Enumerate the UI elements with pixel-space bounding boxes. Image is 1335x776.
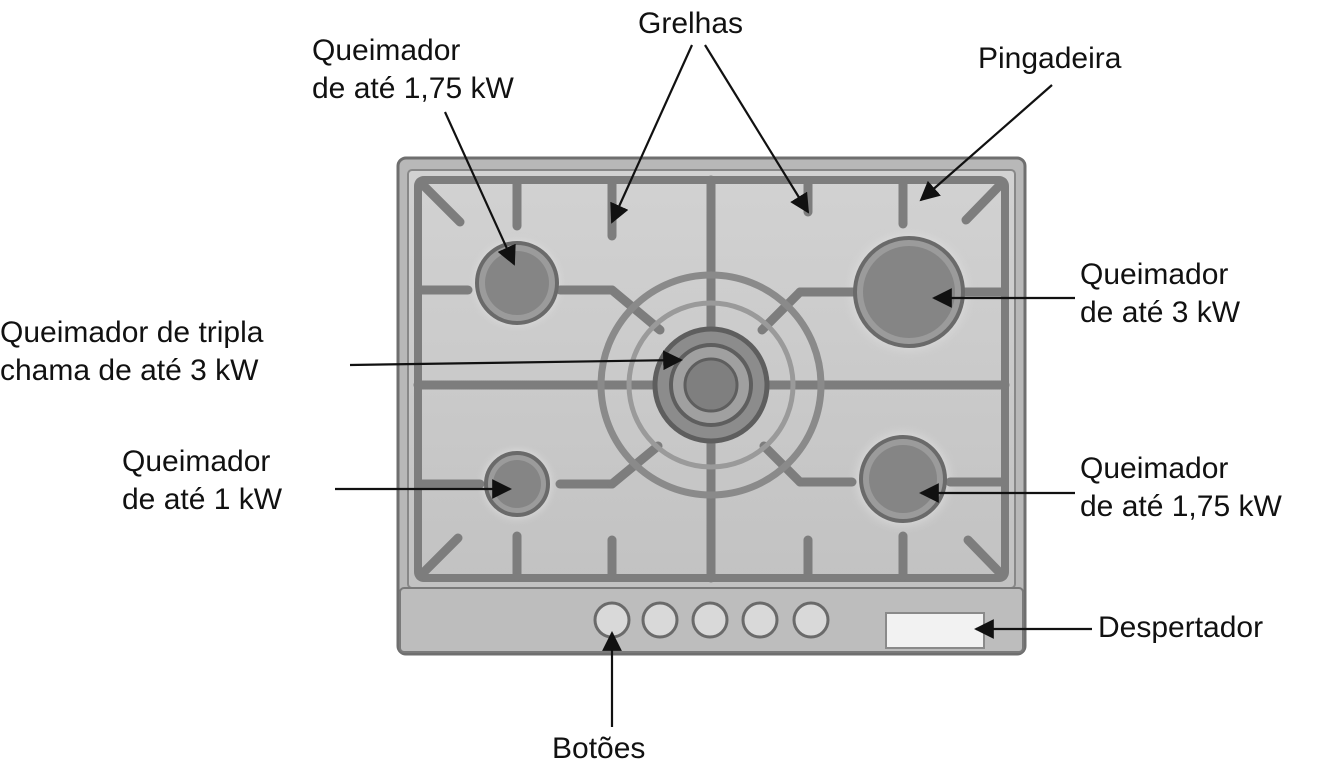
label-despertador: Despertador <box>1098 611 1264 644</box>
knobs <box>593 601 830 639</box>
burner-center-triple <box>652 326 770 444</box>
label-queimador-3kw: Queimador de até 3 kW <box>1080 258 1241 329</box>
knob-4 <box>741 601 779 639</box>
label-pingadeira: Pingadeira <box>978 42 1122 75</box>
label-queimador-bottom-right: Queimador de até 1,75 kW <box>1080 452 1282 523</box>
burner-bottom-right <box>859 435 947 523</box>
timer-display <box>885 612 985 649</box>
label-queimador-top-left: Queimador de até 1,75 kW <box>312 34 514 105</box>
knob-5 <box>792 601 830 639</box>
knob-2 <box>641 601 679 639</box>
burner-bottom-left <box>484 451 550 517</box>
knob-3 <box>691 601 729 639</box>
label-grelhas: Grelhas <box>638 7 744 40</box>
center-grate-ring-inner <box>626 300 796 470</box>
leader-lines <box>335 44 1092 727</box>
label-queimador-tripla: Queimador de tripla chama de até 3 kW <box>0 316 264 387</box>
label-botoes: Botões <box>552 732 646 765</box>
knob-1 <box>593 601 631 639</box>
label-queimador-1kw: Queimador de até 1 kW <box>122 445 283 516</box>
burner-top-right-3kw <box>853 236 965 348</box>
center-grate-ring-outer <box>597 271 825 499</box>
burner-top-left <box>475 241 559 325</box>
